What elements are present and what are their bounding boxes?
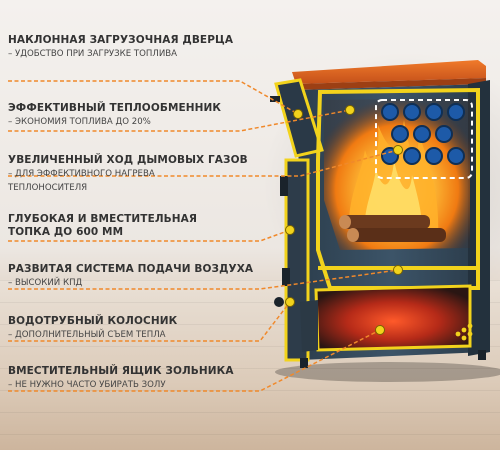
heat-exchanger-frame — [316, 87, 480, 290]
feature-subtitle: – ВЫСОКИЙ КПД — [8, 278, 83, 288]
firewood-logs — [339, 215, 446, 242]
feature-title: ВМЕСТИТЕЛЬНЫЙ ЯЩИК ЗОЛЬНИКА — [8, 365, 234, 377]
leader-line-7 — [8, 329, 381, 392]
feature-heat-exchanger: ЭФФЕКТИВНЫЙ ТЕПЛООБМЕННИК – ЭКОНОМИЯ ТОП… — [8, 102, 258, 129]
feature-title-continued: ТОПКА ДО 600 ММ — [8, 226, 124, 238]
callout-dot-2 — [345, 105, 355, 115]
feature-subtitle: – УДОБСТВО ПРИ ЗАГРУЗКЕ ТОПЛИВА — [8, 49, 178, 59]
feature-title: ГЛУБОКАЯ И ВМЕСТИТЕЛЬНАЯ — [8, 213, 198, 225]
ash-box — [314, 284, 472, 352]
feature-smoke-path: УВЕЛИЧЕННЫЙ ХОД ДЫМОВЫХ ГАЗОВ – ДЛЯ ЭФФЕ… — [8, 154, 258, 195]
feature-title: НАКЛОННАЯ ЗАГРУЗОЧНАЯ ДВЕРЦА — [8, 34, 234, 46]
feature-subtitle-continued: ТЕПЛОНОСИТЕЛЯ — [8, 183, 88, 193]
callout-dot-7 — [375, 325, 385, 335]
leader-line-5 — [8, 269, 399, 290]
feature-loading-door: НАКЛОННАЯ ЗАГРУЗОЧНАЯ ДВЕРЦА – УДОБСТВО … — [8, 34, 258, 61]
feature-air-supply: РАЗВИТАЯ СИСТЕМА ПОДАЧИ ВОЗДУХА – ВЫСОКИ… — [8, 263, 258, 290]
air-vent-icon — [455, 323, 473, 341]
callout-dot-5 — [393, 265, 403, 275]
feature-title: ВОДОТРУБНЫЙ КОЛОСНИК — [8, 315, 178, 327]
feature-subtitle: – ДОПОЛНИТЕЛЬНЫЙ СЪЕМ ТЕПЛА — [8, 330, 166, 340]
leader-line-1 — [8, 80, 299, 115]
feature-title: УВЕЛИЧЕННЫЙ ХОД ДЫМОВЫХ ГАЗОВ — [8, 154, 248, 166]
feature-water-grate: ВОДОТРУБНЫЙ КОЛОСНИК – ДОПОЛНИТЕЛЬНЫЙ СЪ… — [8, 315, 258, 342]
feature-subtitle: – ДЛЯ ЭФФЕКТИВНОГО НАГРЕВА — [8, 169, 155, 179]
feature-subtitle: – НЕ НУЖНО ЧАСТО УБИРАТЬ ЗОЛУ — [8, 380, 166, 390]
feature-subtitle: – ЭКОНОМИЯ ТОПЛИВА ДО 20% — [8, 117, 151, 127]
boiler-top-lid — [292, 60, 486, 84]
callout-dot-1 — [293, 109, 303, 119]
leader-line-4 — [8, 229, 291, 242]
boiler-floor-shadow — [275, 362, 500, 382]
heat-exchanger-tubes — [381, 103, 465, 165]
callout-dot-4 — [285, 225, 295, 235]
leader-lines — [8, 80, 399, 392]
callout-dots — [285, 105, 403, 335]
callout-dot-6 — [285, 297, 295, 307]
feature-title: ЭФФЕКТИВНЫЙ ТЕПЛООБМЕННИК — [8, 102, 222, 114]
feature-ash-box: ВМЕСТИТЕЛЬНЫЙ ЯЩИК ЗОЛЬНИКА – НЕ НУЖНО Ч… — [8, 365, 258, 392]
smoke-path-outline — [375, 99, 473, 179]
callout-dot-3 — [393, 145, 403, 155]
feature-firebox: ГЛУБОКАЯ И ВМЕСТИТЕЛЬНАЯ ТОПКА ДО 600 ММ — [8, 213, 258, 239]
leader-line-2 — [8, 109, 351, 132]
feature-title: РАЗВИТАЯ СИСТЕМА ПОДАЧИ ВОЗДУХА — [8, 263, 254, 275]
leader-line-3 — [8, 149, 399, 177]
